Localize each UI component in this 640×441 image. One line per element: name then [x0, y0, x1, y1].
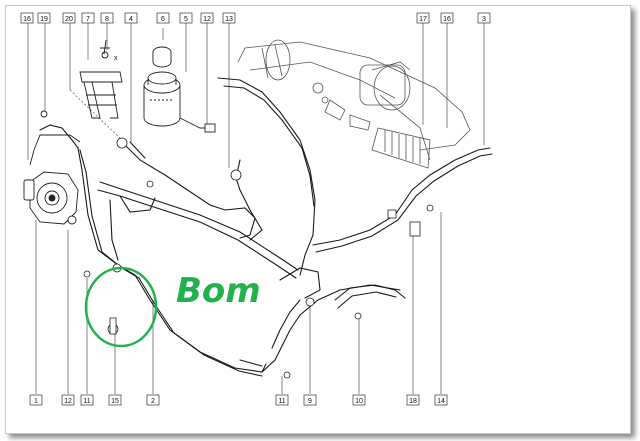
annotation-circle	[84, 266, 158, 348]
hose-lines	[39, 77, 493, 377]
callout-10: 10	[352, 394, 366, 406]
svg-text:17: 17	[419, 16, 427, 23]
top-callouts: 16 19 20 7 8 4 6 5 12 13 17 16 3	[20, 12, 491, 24]
callout-15: 15	[108, 394, 122, 406]
callout-4: 4	[124, 12, 138, 24]
svg-text:6: 6	[161, 16, 165, 23]
callout-12b: 12	[61, 394, 75, 406]
power-steering-pump	[23, 110, 81, 225]
bottom-callouts: 1 12 11 15 2 11 9 10 18 14	[29, 394, 448, 406]
callout-6: 6	[156, 12, 170, 24]
x-marker-label: x	[114, 55, 118, 62]
callout-16: 16	[20, 12, 34, 24]
callout-11b: 11	[275, 394, 289, 406]
svg-text:8: 8	[105, 16, 109, 23]
callout-2: 2	[146, 394, 160, 406]
fluid-reservoir	[143, 46, 216, 133]
top-leader-lines	[27, 22, 485, 168]
fasteners	[83, 137, 434, 379]
svg-text:4: 4	[129, 16, 133, 23]
callout-14: 14	[434, 394, 448, 406]
callout-8: 8	[100, 12, 114, 24]
svg-text:14: 14	[437, 398, 445, 405]
svg-text:5: 5	[184, 16, 188, 23]
callout-11: 11	[80, 394, 94, 406]
callout-19: 19	[37, 12, 51, 24]
annotation-text: Bom	[176, 271, 261, 311]
callout-18: 18	[406, 394, 420, 406]
steering-rack	[237, 39, 471, 169]
svg-text:1: 1	[34, 398, 38, 405]
callout-5: 5	[179, 12, 193, 24]
callout-1: 1	[29, 394, 43, 406]
svg-text:13: 13	[225, 16, 233, 23]
callout-7: 7	[81, 12, 95, 24]
svg-text:9: 9	[308, 398, 312, 405]
svg-text:16: 16	[23, 16, 31, 23]
callout-16b: 16	[440, 12, 454, 24]
svg-text:7: 7	[86, 16, 90, 23]
svg-text:2: 2	[151, 398, 155, 405]
svg-text:20: 20	[65, 16, 73, 23]
bottom-leader-lines	[35, 212, 442, 394]
svg-text:11: 11	[278, 398, 285, 405]
svg-text:12: 12	[64, 398, 72, 405]
svg-text:15: 15	[111, 398, 119, 405]
callout-12: 12	[200, 12, 214, 24]
svg-text:11: 11	[83, 398, 90, 405]
svg-text:12: 12	[203, 16, 211, 23]
callout-20: 20	[62, 12, 76, 24]
callout-3: 3	[477, 12, 491, 24]
svg-text:18: 18	[409, 398, 417, 405]
callout-17: 17	[416, 12, 430, 24]
clamp-bracket	[79, 39, 123, 119]
callout-13: 13	[222, 12, 236, 24]
svg-text:3: 3	[482, 16, 486, 23]
svg-text:19: 19	[40, 16, 48, 23]
callout-9: 9	[303, 394, 317, 406]
svg-text:10: 10	[355, 398, 363, 405]
svg-text:16: 16	[443, 16, 451, 23]
